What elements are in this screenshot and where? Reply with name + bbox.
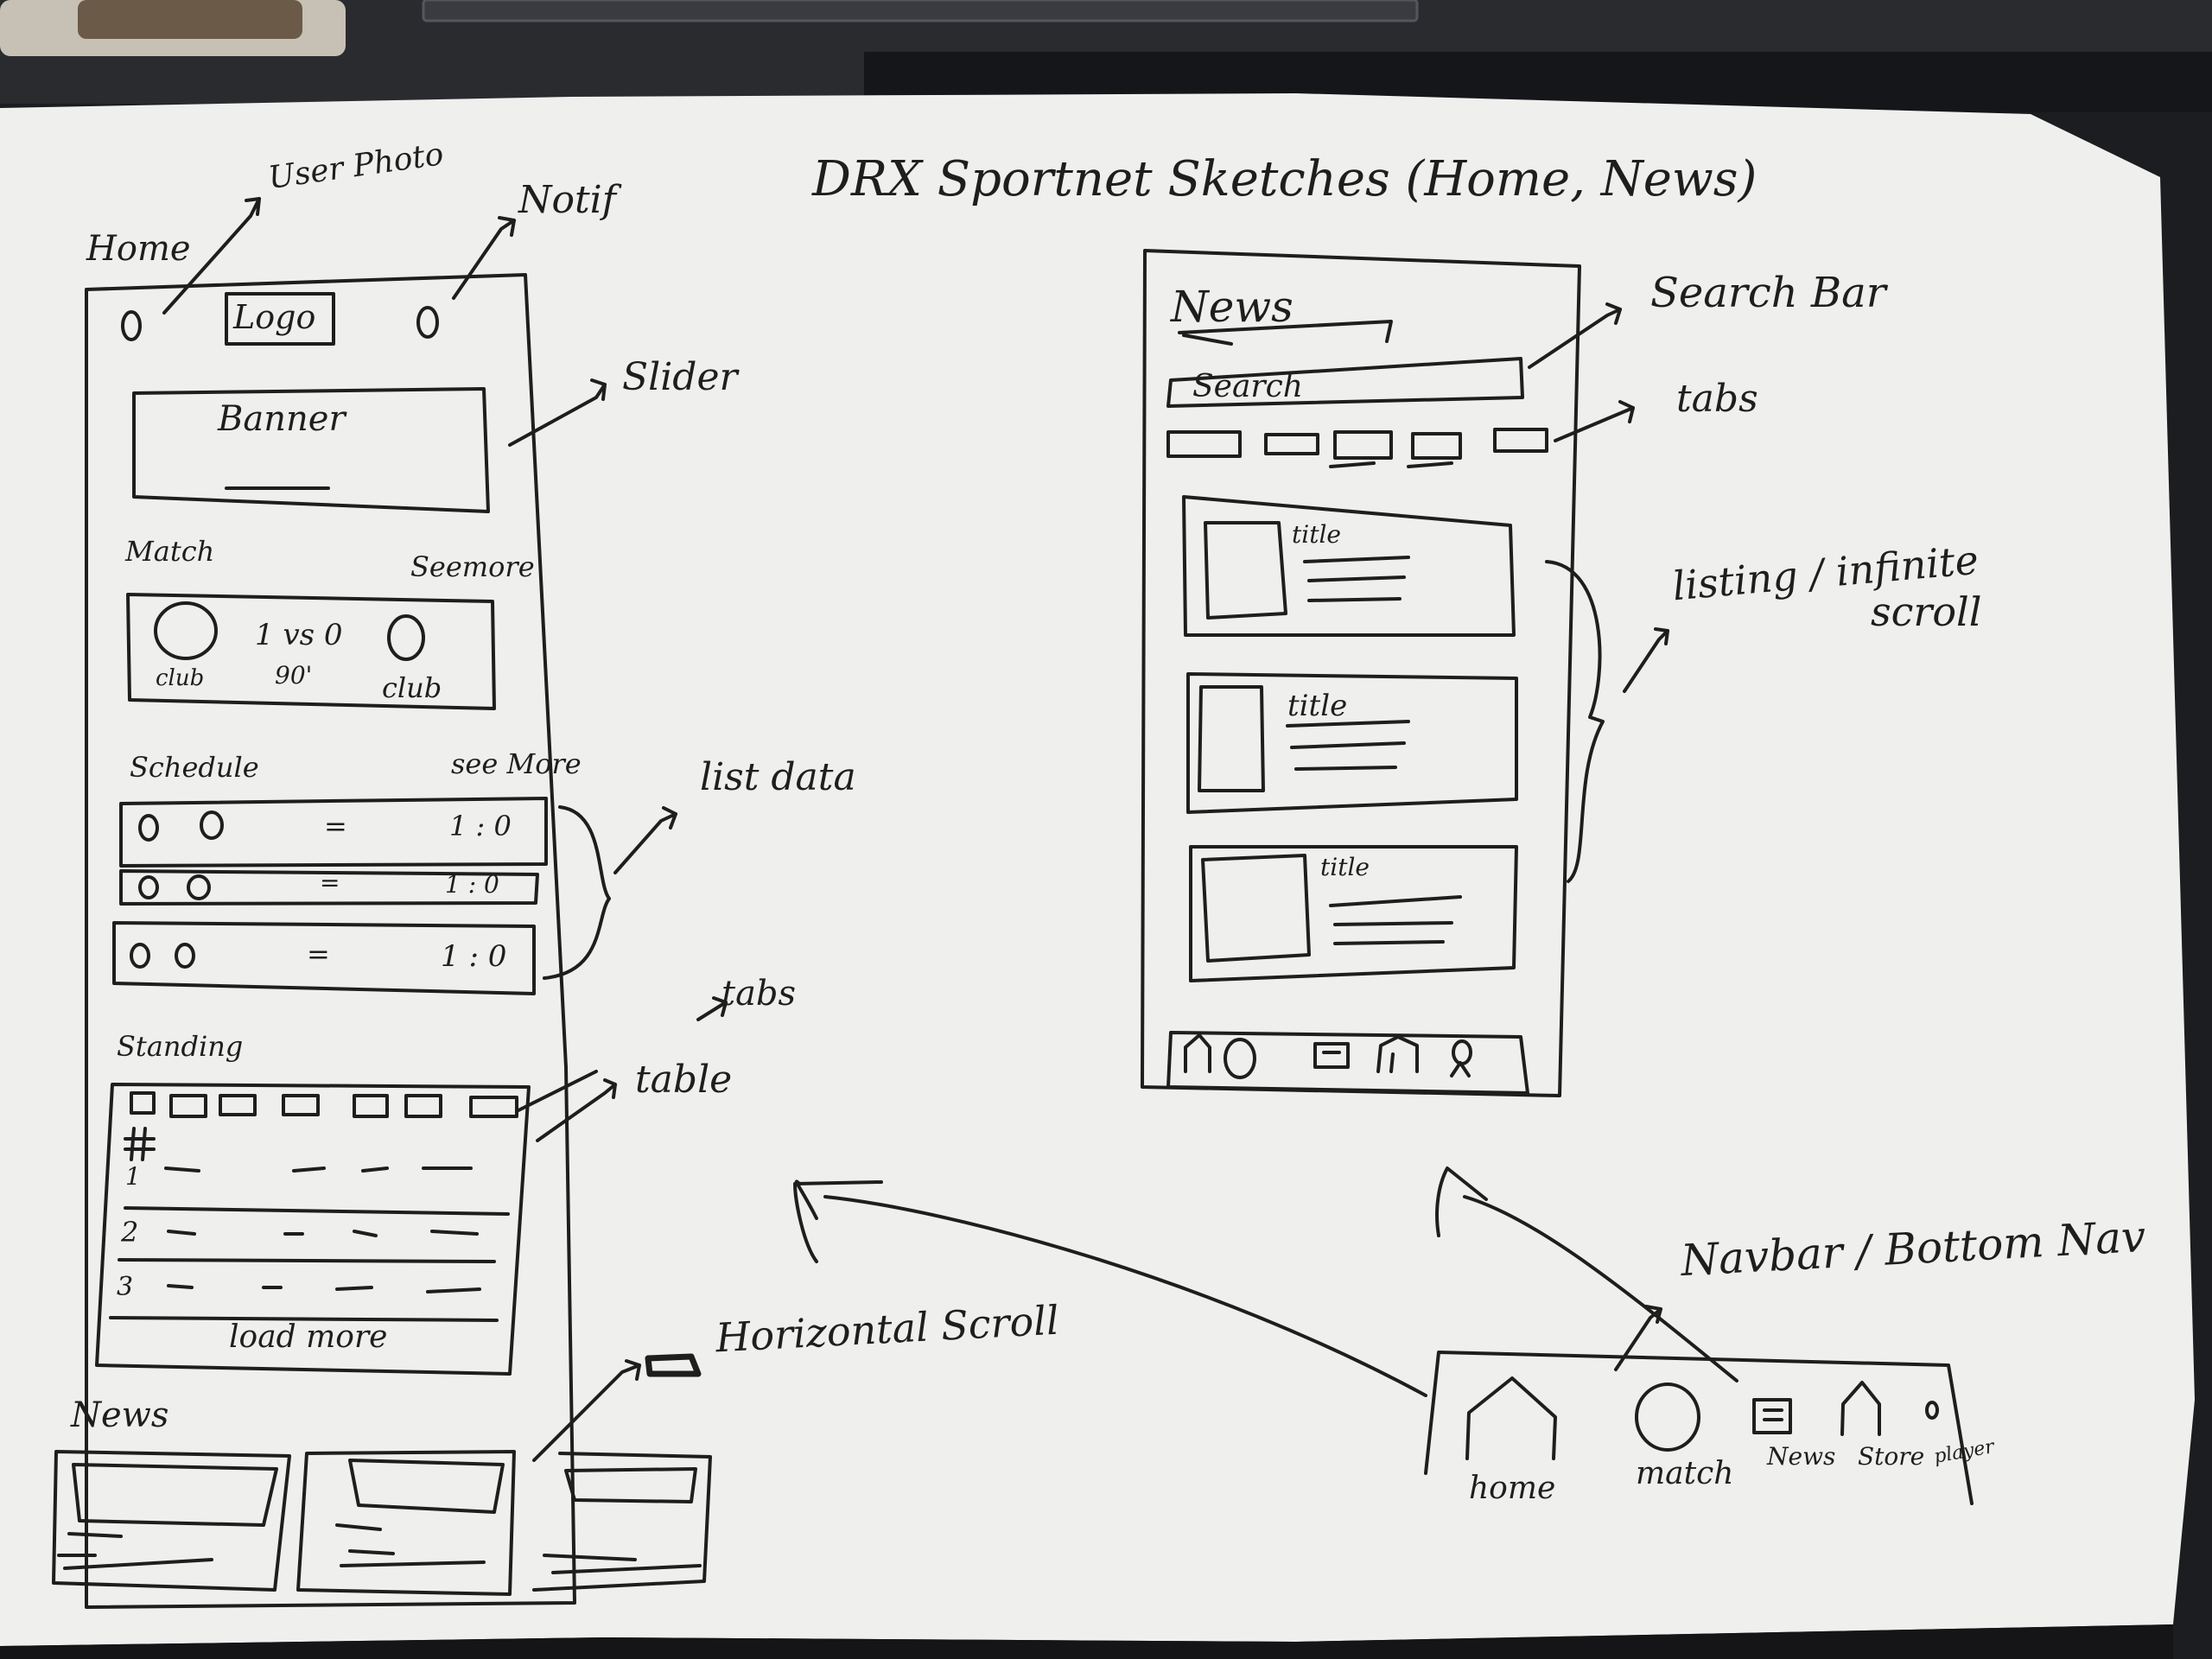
standing-row-2-rank: 2: [121, 1216, 139, 1249]
news-phone-frame: [1141, 249, 1581, 1097]
schedule-see-more: see More: [451, 747, 582, 780]
tabs-note-home: tabs: [721, 974, 797, 1014]
news-card-1: [52, 1450, 291, 1592]
news-label-home: News: [71, 1395, 169, 1435]
list-data-note: list data: [700, 755, 856, 799]
standing-row-3-rank: 3: [117, 1272, 134, 1302]
schedule-row-1-sep: =: [324, 810, 347, 842]
table-note: table: [635, 1058, 733, 1102]
match-see-more: Seemore: [410, 550, 535, 583]
news-bottom-nav: [1166, 1031, 1529, 1095]
listing-note-scroll: scroll: [1871, 588, 1982, 635]
nav-store-label: Store: [1858, 1442, 1925, 1471]
news-search-bar: [1166, 357, 1524, 408]
logo-box: Logo: [233, 298, 316, 336]
sketch-title: DRX Sportnet Sketches (Home, News): [812, 151, 1758, 207]
schedule-row-1: [119, 797, 548, 868]
schedule-row-3-score: 1 : 0: [441, 939, 507, 974]
news-search-text: Search: [1192, 369, 1303, 404]
nav-home-label: home: [1469, 1471, 1556, 1506]
tabs-note-news: tabs: [1676, 377, 1758, 421]
schedule-row-3-sep: =: [307, 938, 330, 970]
schedule-row-2-score: 1 : 0: [445, 870, 499, 899]
schedule-row-3: [112, 921, 536, 995]
news-card-3: [532, 1452, 712, 1592]
news-list-card-3: [1189, 845, 1518, 982]
navbar-zoom-frame: [1424, 1351, 1974, 1505]
schedule-row-1-score: 1 : 0: [449, 810, 512, 842]
notif-note: Notif: [518, 178, 617, 222]
match-card: [126, 593, 496, 710]
match-time: 90': [275, 661, 313, 690]
match-score: 1 vs 0: [255, 618, 343, 652]
banner-label: Banner: [218, 399, 346, 439]
news-card-2-title: title: [1287, 689, 1348, 723]
match-label: Match: [125, 535, 215, 568]
news-card-1-title: title: [1292, 520, 1341, 549]
home-phone-frame: [85, 273, 576, 1609]
news-list-card-2: [1186, 672, 1518, 814]
banner-box: [132, 387, 490, 513]
club-right-label: club: [382, 671, 442, 704]
home-screen-label: Home: [86, 229, 191, 269]
nav-news-label: News: [1767, 1442, 1836, 1471]
schedule-label: Schedule: [130, 751, 259, 784]
standing-table: [95, 1083, 531, 1376]
standing-load-more: load more: [229, 1319, 388, 1355]
nav-match-label: match: [1636, 1456, 1734, 1491]
standing-row-1-rank: 1: [125, 1162, 141, 1191]
slider-note: Slider: [622, 355, 738, 399]
schedule-row-2-sep: =: [320, 868, 340, 897]
news-card-2: [296, 1450, 516, 1596]
news-list-card-1: [1182, 495, 1516, 637]
standing-label: Standing: [117, 1030, 244, 1063]
club-left-label: club: [156, 665, 205, 691]
news-card-3-title: title: [1320, 853, 1370, 881]
schedule-row-2: [119, 869, 539, 906]
news-screen-label: News: [1171, 282, 1294, 332]
search-bar-note: Search Bar: [1650, 269, 1886, 317]
